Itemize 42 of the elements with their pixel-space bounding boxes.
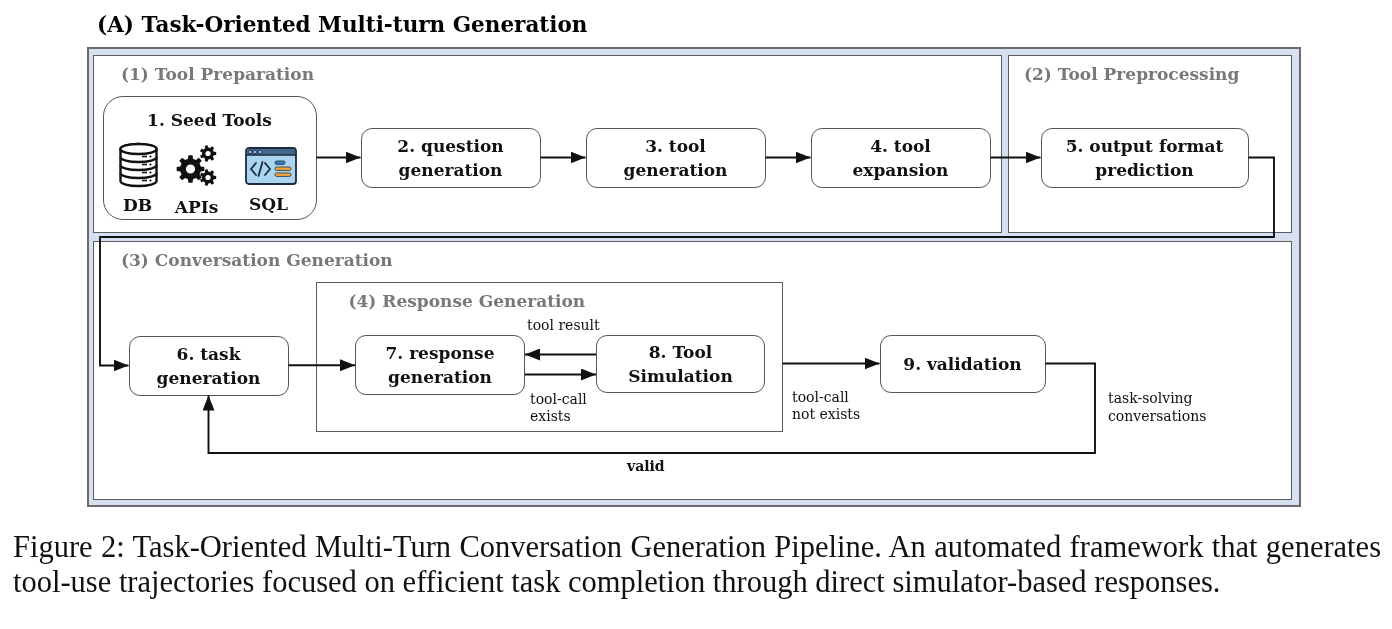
arrow	[989, 151, 1042, 164]
step-label: 5. output format prediction	[1064, 134, 1225, 182]
process-box	[102, 95, 317, 220]
step-label: 4. tool expansion	[851, 134, 950, 182]
arrow	[202, 362, 1096, 454]
process-box	[879, 334, 1046, 393]
arrow	[287, 359, 356, 372]
section-title: (3) Conversation Generation	[121, 250, 393, 270]
step-label: 1. Seed Tools	[146, 109, 273, 130]
section-box	[93, 241, 1292, 500]
process-box	[585, 127, 766, 188]
arrow	[315, 151, 362, 164]
step-label: 7. response generation	[384, 342, 496, 389]
process-box	[596, 335, 765, 393]
section-title: (1) Tool Preparation	[121, 64, 315, 84]
step-label: 8. Tool Simulation	[627, 341, 734, 388]
section-title: (4) Response Generation	[348, 290, 586, 311]
figure-caption: Figure 2: Task-Oriented Multi-Turn Conversation Generation Pipeline. An automated framework that generates tool-use trajectories focused on efficient task completion through direct simulator-based responses.	[13, 530, 1381, 600]
step-label: 2. question generation	[396, 134, 505, 182]
process-box	[355, 335, 525, 395]
panel-heading: (A) Task-Oriented Multi-turn Generation	[97, 12, 588, 37]
tool-label: SQL	[249, 193, 288, 214]
step-label: 9. validation	[903, 352, 1022, 376]
tool-label: DB	[122, 194, 153, 215]
arrow	[524, 348, 597, 361]
process-box	[128, 335, 289, 396]
arrow	[764, 151, 812, 164]
section-box	[315, 281, 783, 432]
step-label: 3. tool generation	[622, 134, 729, 182]
process-box	[360, 127, 541, 188]
section-box	[93, 55, 1002, 233]
process-box	[1040, 127, 1249, 188]
step-label: 6. task generation	[155, 342, 262, 390]
note-text: task-solving conversations	[1108, 389, 1208, 425]
section-title: (2) Tool Preprocessing	[1024, 64, 1240, 84]
process-box	[810, 127, 991, 188]
section-box	[1008, 55, 1292, 233]
arrow	[539, 151, 587, 164]
arrow	[781, 357, 881, 370]
tool-label: APIs	[174, 196, 219, 217]
arrow	[99, 156, 1275, 372]
arrow	[524, 368, 597, 381]
